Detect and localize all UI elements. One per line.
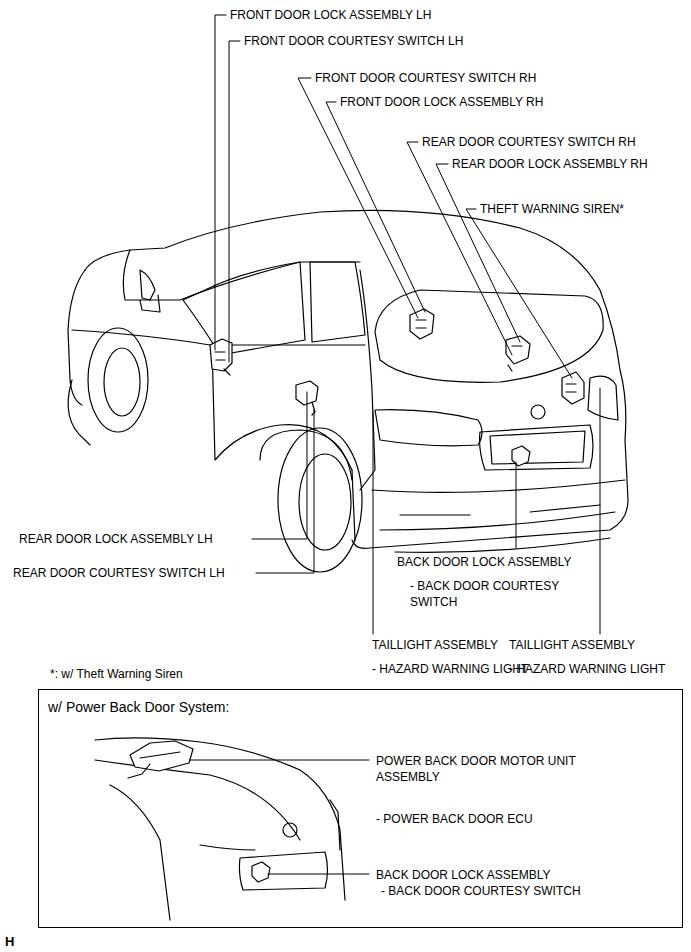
part-label: REAR DOOR COURTESY SWITCH LH <box>13 565 225 581</box>
part-label: FRONT DOOR LOCK ASSEMBLY RH <box>340 94 543 110</box>
part-label: TAILLIGHT ASSEMBLY <box>372 637 498 653</box>
part-label: FRONT DOOR COURTESY SWITCH RH <box>315 70 536 86</box>
part-label: - HAZARD WARNING LIGHT <box>509 661 665 677</box>
inset-vehicle <box>95 738 345 920</box>
panel-heading: w/ Power Back Door System: <box>48 699 229 715</box>
part-label: REAR DOOR LOCK ASSEMBLY LH <box>19 531 213 547</box>
part-label: - POWER BACK DOOR ECU <box>376 811 533 827</box>
part-label: - BACK DOOR COURTESY SWITCH <box>381 883 581 899</box>
part-label: POWER BACK DOOR MOTOR UNIT ASSEMBLY <box>376 753 616 785</box>
part-label: - HAZARD WARNING LIGHT <box>372 661 528 677</box>
part-label: FRONT DOOR COURTESY SWITCH LH <box>244 33 463 49</box>
part-label: THEFT WARNING SIREN* <box>480 201 624 217</box>
leader-line <box>190 760 369 874</box>
figure-code: H <box>5 934 14 950</box>
part-label: REAR DOOR LOCK ASSEMBLY RH <box>452 156 648 172</box>
part-label: REAR DOOR COURTESY SWITCH RH <box>422 134 636 150</box>
inset-panel: w/ Power Back Door System: POWER BACK DOO… <box>38 689 683 928</box>
footnote: *: w/ Theft Warning Siren <box>50 666 183 682</box>
part-label: - BACK DOOR COURTESY SWITCH <box>410 578 585 610</box>
leader-line <box>215 15 600 634</box>
vehicle-body <box>68 210 628 552</box>
part-label: TAILLIGHT ASSEMBLY <box>509 637 635 653</box>
part-label: BACK DOOR LOCK ASSEMBLY <box>376 867 551 883</box>
component-part <box>210 309 584 466</box>
part-label: BACK DOOR LOCK ASSEMBLY <box>397 554 572 570</box>
part-label: FRONT DOOR LOCK ASSEMBLY LH <box>230 7 431 23</box>
